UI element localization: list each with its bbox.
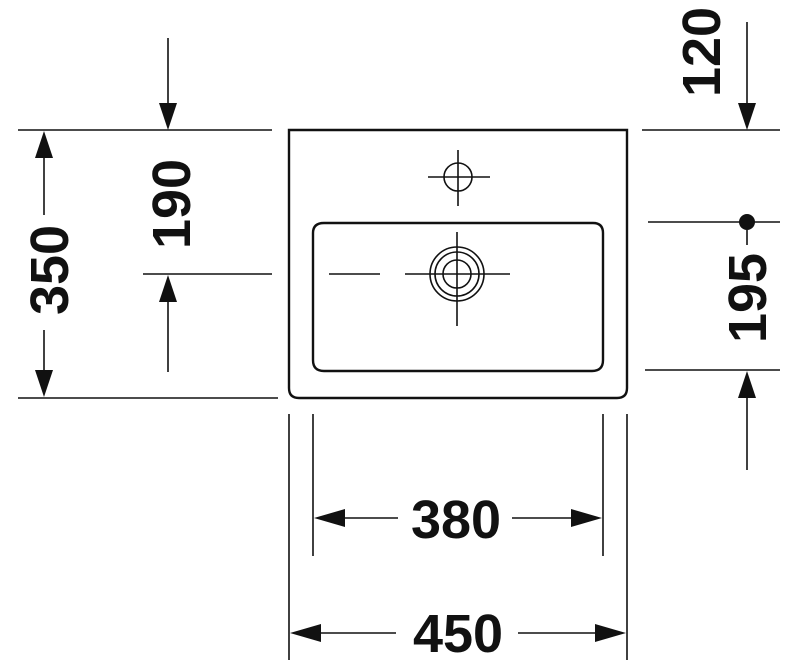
tap-hole-symbol <box>428 150 490 206</box>
dimension-label-overall-depth: 350 <box>20 225 80 315</box>
dimension-label-tap-hole-to-drain: 190 <box>142 159 202 249</box>
dimension-bowl-width: 380 <box>314 490 602 550</box>
dimension-label-overall-width: 450 <box>413 604 503 663</box>
dimension-label-bowl-width: 380 <box>411 490 501 550</box>
dimension-overall-width: 450 <box>290 604 626 663</box>
dimension-tap-hole-to-drain: 190 <box>142 38 202 372</box>
extension-lines <box>18 129 780 660</box>
dimension-overall-depth: 350 <box>20 131 80 397</box>
dimension-label-edge-to-tap-hole: 120 <box>672 7 732 97</box>
drain-symbol <box>329 232 510 326</box>
basin-outline <box>287 128 629 400</box>
dimension-edge-to-tap-hole: 120 <box>672 7 756 130</box>
dimension-drain-to-back: 195 <box>718 214 778 470</box>
basin-bowl <box>311 221 605 373</box>
dimension-label-drain-to-back: 195 <box>718 253 778 343</box>
